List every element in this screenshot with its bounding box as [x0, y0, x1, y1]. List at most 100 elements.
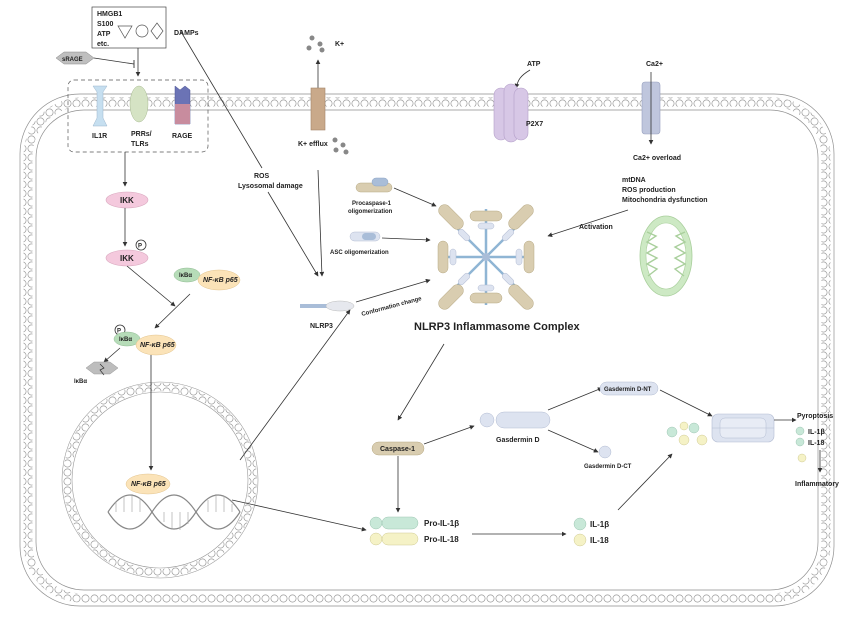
pro-il-18-label: Pro-IL-18: [424, 535, 459, 544]
arrow: [547, 387, 603, 411]
arrow: [154, 293, 191, 329]
arrow: [231, 499, 367, 532]
atp-label: ATP: [527, 61, 541, 68]
phosphate-label: P: [117, 329, 121, 335]
arrow: [547, 209, 629, 237]
gasdermin-d-label: Gasdermin D: [496, 437, 540, 444]
phosphate-label: P: [138, 244, 142, 250]
nfkb-label: NF-κB p65: [203, 277, 238, 284]
asc-oligomerization-label: ASC oligomerization: [330, 250, 389, 256]
srage-label: sRAGE: [62, 57, 83, 63]
dna-helix-icon: [107, 494, 241, 530]
nlrp3-inflammasome-complex: [437, 204, 535, 310]
gasdermin-d-ct-label: Gasdermin D-CT: [584, 464, 632, 470]
k-ion: [333, 147, 339, 153]
arrow: [423, 425, 475, 445]
prrs-label: PRRs/: [131, 131, 152, 138]
activation-label: Activation: [579, 224, 613, 231]
arrow: [381, 237, 431, 243]
k-ion: [340, 142, 346, 148]
il-1b-molecule: [573, 517, 587, 531]
pro-il-1b-molecule: [381, 516, 419, 530]
rage-receptor-base: [175, 104, 190, 124]
il-18-released: [795, 437, 805, 447]
k-ion: [306, 45, 312, 51]
mitochondrion-icon: [639, 215, 693, 297]
arrow: [317, 169, 325, 277]
degraded-ikba-shape: [85, 361, 119, 375]
damps-list-label: HMGB1: [97, 11, 122, 18]
mitochondria-dysfunction-label: Mitochondria dysfunction: [622, 197, 708, 204]
cytokine-dot: [797, 453, 807, 463]
ros-production-label: ROS production: [622, 187, 676, 194]
k-ion: [319, 47, 325, 53]
diamond-icon: [150, 22, 164, 40]
conformation-change-label: Conformation change: [361, 296, 423, 318]
p2x7-label: P2X7: [526, 121, 543, 128]
arrow: [547, 429, 599, 453]
damps-list-label: S100: [97, 21, 113, 28]
il1r-label: IL1R: [92, 133, 107, 140]
triangle-icon: [117, 25, 133, 39]
arrow: [126, 265, 176, 307]
ca-label: Ca2+: [646, 61, 663, 68]
ros-label: ROS: [254, 173, 270, 180]
arrow: [103, 347, 121, 363]
ikk-label: IKK: [120, 254, 134, 263]
caspase-1-molecule: [371, 441, 425, 456]
pyroptosis-label: Pyroptosis: [797, 413, 833, 420]
gasdermin-d-head: [479, 412, 495, 428]
rage-label: RAGE: [172, 133, 193, 140]
nlrp3-label: NLRP3: [310, 323, 333, 330]
arrow: [514, 69, 531, 89]
receptor-box: [67, 79, 209, 153]
ikba-label: IκBα: [179, 273, 192, 279]
arrow: [393, 187, 437, 207]
il-18-molecule: [573, 533, 587, 547]
arrow: [267, 191, 319, 277]
asc-card: [362, 233, 376, 240]
nfkb-label: NF-κB p65: [140, 342, 175, 349]
pro-il-18-molecule: [381, 532, 419, 546]
lysosomal-damage-label: Lysosomal damage: [238, 183, 303, 190]
procaspase-label: Procaspase-1: [352, 201, 392, 207]
arrow: [179, 29, 263, 169]
il-18-out-label: IL-18: [808, 440, 824, 447]
ikk-molecule: [105, 191, 149, 209]
cytokine-dot: [666, 426, 678, 438]
arrow: [397, 343, 445, 421]
procaspase-1-card: [371, 177, 389, 187]
arrow: [239, 309, 351, 461]
gasdermin-d-ct-molecule: [598, 445, 612, 459]
il-1b-released: [795, 426, 805, 436]
k-ion: [309, 35, 315, 41]
gasdermin-d-nt-label: Gasdermin D-NT: [604, 387, 652, 393]
k-ion: [317, 41, 323, 47]
ikba-label: IκBα: [119, 337, 132, 343]
nfkb-p65-molecule: [135, 334, 177, 356]
ca-overload-label: Ca2+ overload: [633, 155, 681, 162]
k-channel: [310, 87, 326, 131]
arrow: [659, 389, 713, 417]
cytokine-dot: [688, 422, 700, 434]
damps-label: DAMPs: [174, 30, 199, 37]
pro-il-1b-label: Pro-IL-1β: [424, 519, 459, 528]
gasdermin-d-molecule: [495, 411, 551, 429]
cytokine-dot: [678, 434, 690, 446]
k-ion: [332, 137, 338, 143]
ikba-label: IκBα: [74, 379, 87, 385]
nlrp3-tail: [300, 304, 328, 308]
cell-membrane: [19, 93, 835, 607]
cytokine-dot: [696, 434, 708, 446]
il-1b-label: IL-1β: [590, 520, 609, 529]
k-efflux-label: K+ efflux: [298, 141, 328, 148]
phosphate-icon: [135, 239, 147, 251]
arrow: [617, 453, 673, 511]
prrs-tlrs-receptor: [129, 85, 149, 123]
ikk-label: IKK: [120, 196, 134, 205]
il1r-receptor: [92, 85, 108, 127]
gasdermin-d-nt-molecule: [599, 381, 659, 396]
caspase-1-label: Caspase-1: [380, 446, 415, 453]
procaspase-oligomerization-label: oligomerization: [348, 209, 393, 215]
